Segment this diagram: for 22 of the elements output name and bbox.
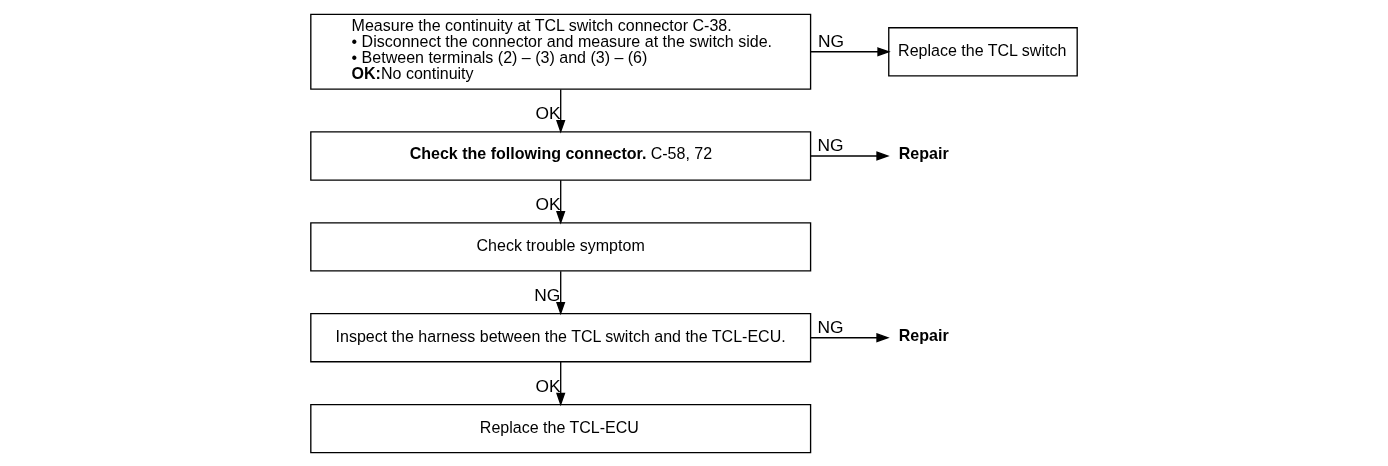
arrow	[556, 360, 566, 406]
node-text: Repair	[898, 325, 949, 344]
node-box: Replace the TCL switch	[888, 26, 1078, 76]
edge-label: NG	[817, 30, 844, 51]
edge-label: NG	[817, 316, 844, 337]
node-box: Check trouble symptom	[310, 221, 812, 272]
node-box: Measure the continuity at TCL switch connector C-38. • Disconnect the connector and measure at the switch side. • Between terminals (2) – (3) and (3) – (6) OK:No continuity	[310, 13, 812, 90]
arrow	[809, 46, 891, 56]
node-box: Replace the TCL-ECU	[310, 403, 812, 453]
edge-label: OK	[535, 375, 561, 396]
node-box: Inspect the harness between the TCL switch and the TCL-ECU.	[310, 312, 812, 362]
arrow	[810, 150, 890, 161]
edge-label: OK	[535, 193, 561, 214]
arrow	[556, 179, 566, 224]
edge-label: NG	[817, 134, 844, 155]
arrow	[556, 270, 566, 315]
arrow	[556, 88, 566, 133]
arrow	[810, 332, 890, 342]
edge-label: OK	[535, 102, 561, 123]
edge-label: NG	[534, 284, 561, 305]
node-text: Repair	[898, 143, 949, 162]
node-box: Check the following connector. C-58, 72	[310, 130, 812, 181]
